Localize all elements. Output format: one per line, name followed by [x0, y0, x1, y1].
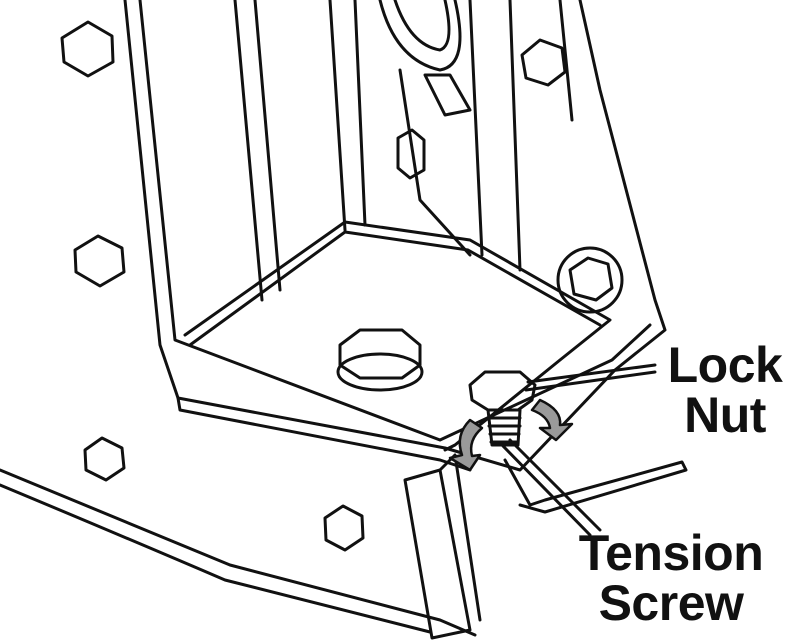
- bolt-washer: [556, 246, 624, 314]
- blade-flap: [403, 468, 472, 640]
- lock-nut-leader: [524, 370, 657, 392]
- blade-flap-fold: [438, 453, 482, 622]
- tension-screw-label-line1: Tension: [578, 525, 764, 581]
- lock-nut-leader: [526, 363, 657, 384]
- pulley: [378, 0, 462, 72]
- center-nut-washer: [336, 352, 424, 392]
- panel-line: [558, 0, 574, 122]
- tension-screw-label-line2: Screw: [598, 575, 744, 631]
- panel-line: [253, 0, 282, 292]
- inner-chute-tab: [423, 73, 472, 117]
- lock-nut-label-line2: Nut: [684, 387, 766, 443]
- hex-bolt: [83, 436, 126, 482]
- panel-line: [233, 0, 264, 302]
- rotation-arrow-right: [530, 398, 574, 442]
- tension-screw-leader: [508, 438, 602, 532]
- bracket-lip: [176, 396, 472, 472]
- panel-line: [468, 0, 484, 257]
- rotation-arrows: [448, 398, 574, 472]
- housing-outline: [123, 0, 667, 472]
- tension-screw-leader: [501, 444, 592, 537]
- bracket-plate-edge: [188, 230, 602, 347]
- bracket-plate: [183, 220, 612, 452]
- blade-edge-lower: [0, 483, 432, 634]
- hex-bolt: [323, 504, 365, 552]
- lock-nut-label-line1: Lock: [667, 337, 783, 393]
- hex-bolt: [396, 128, 426, 180]
- tension-screw-threads: [486, 416, 522, 444]
- blade-edge: [0, 468, 477, 637]
- housing-inner-edge: [138, 0, 652, 442]
- rotation-arrow-left: [448, 418, 484, 472]
- hex-bolt: [60, 20, 115, 78]
- lock-nut: [468, 370, 537, 412]
- panel-line: [353, 0, 367, 227]
- panel-line: [328, 0, 347, 232]
- tension-screw-label: Tension Screw: [566, 528, 776, 628]
- panel-line: [508, 0, 522, 272]
- hex-bolt: [73, 234, 126, 288]
- inner-chute: [398, 68, 472, 257]
- hex-bolt: [568, 256, 614, 302]
- lock-nut-label: Lock Nut: [660, 340, 790, 440]
- hex-bolt: [520, 38, 567, 87]
- hex-key: [503, 458, 688, 514]
- pulley-inner: [393, 0, 451, 52]
